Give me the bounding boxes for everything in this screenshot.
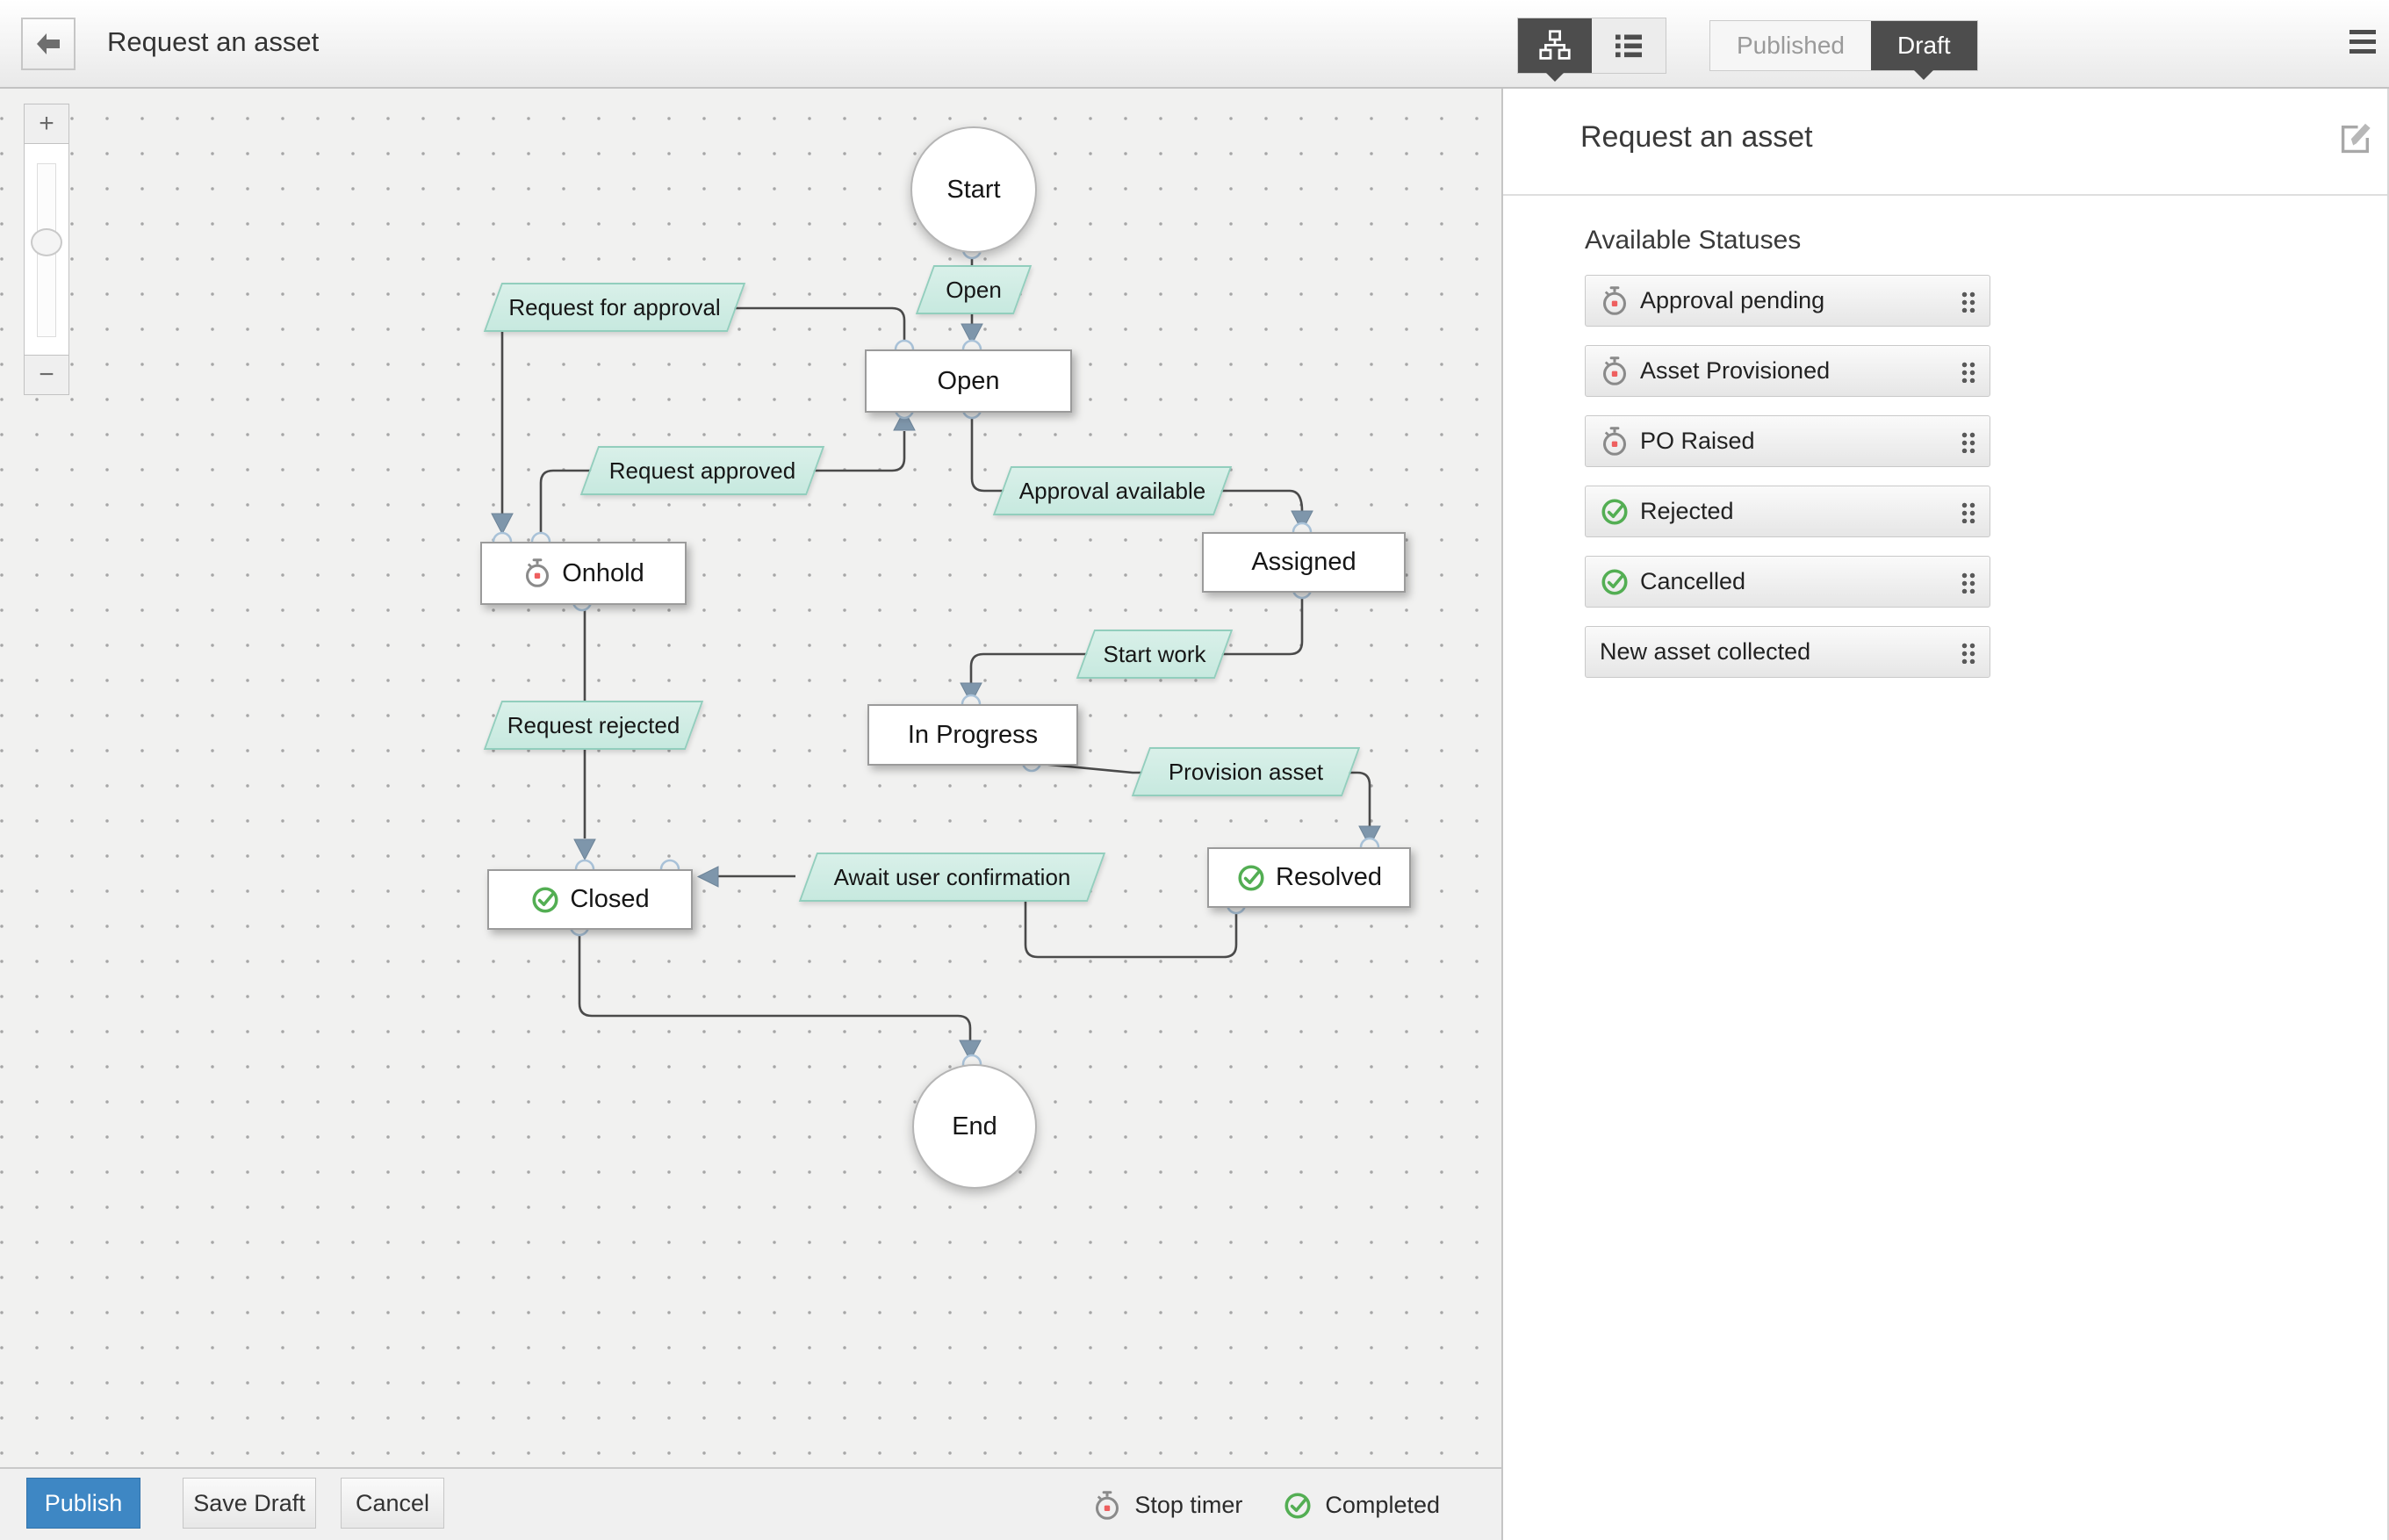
completed-icon [1601,568,1628,595]
top-bar: Request an asset Published Dra [0,0,2389,89]
drag-handle-icon[interactable] [1960,429,1975,453]
status-item-rejected[interactable]: Rejected [1585,486,1990,537]
icon-legend: Stop timer Completed [1092,1469,1440,1540]
available-statuses-heading: Available Statuses [1585,226,1802,255]
publish-button[interactable]: Publish [26,1478,140,1529]
legend-stop-timer: Stop timer [1092,1490,1242,1522]
status-item-approval-pending[interactable]: Approval pending [1585,275,1990,327]
node-end[interactable]: End [912,1064,1037,1189]
drag-handle-icon[interactable] [1960,570,1975,594]
stop-timer-icon [1602,285,1627,315]
stop-timer-icon [1096,1490,1119,1520]
transition-request-approved[interactable]: Request approved [577,446,828,495]
status-item-asset-provisioned[interactable]: Asset Provisioned [1585,345,1990,397]
zoom-control: + − [24,104,69,395]
diagram-view-button[interactable] [1518,18,1592,73]
workflow-canvas[interactable]: Open Request for approval Request approv… [0,87,1501,1467]
stop-timer-icon [526,558,550,587]
drag-handle-icon[interactable] [1960,640,1975,664]
transition-await-user-confirmation[interactable]: Await user confirmation [795,853,1109,902]
publish-state-tabs: Published Draft [1709,20,1978,71]
node-assigned[interactable]: Assigned [1202,532,1406,593]
details-panel: Request an asset Available Statuses Appr… [1501,87,2389,1540]
node-start[interactable]: Start [910,126,1037,253]
zoom-slider-handle[interactable] [31,228,62,256]
transition-request-for-approval[interactable]: Request for approval [480,283,749,332]
page-title: Request an asset [107,26,320,57]
save-draft-button[interactable]: Save Draft [183,1478,316,1529]
list-view-button[interactable] [1592,18,1666,73]
zoom-slider-track[interactable] [24,144,69,355]
transition-request-rejected[interactable]: Request rejected [480,701,707,750]
stop-timer-icon [1602,356,1627,385]
list-icon [1615,34,1642,58]
cancel-button[interactable]: Cancel [341,1478,444,1529]
zoom-out-button[interactable]: − [24,355,69,395]
drag-handle-icon[interactable] [1960,500,1975,523]
stop-timer-icon [1602,426,1627,456]
transition-start-work[interactable]: Start work [1073,630,1236,679]
zoom-in-button[interactable]: + [24,104,69,144]
completed-icon [1238,864,1264,891]
view-toggle-group [1517,18,1666,74]
edge-inprogress-resolved [1031,761,1371,826]
back-button[interactable] [21,18,76,70]
panel-title: Request an asset [1580,120,1813,154]
node-closed[interactable]: Closed [487,869,693,930]
completed-icon [1284,1492,1311,1519]
status-item-po-raised[interactable]: PO Raised [1585,415,1990,467]
status-item-cancelled[interactable]: Cancelled [1585,556,1990,608]
tab-published[interactable]: Published [1737,32,1845,59]
transition-provision-asset[interactable]: Provision asset [1128,747,1364,796]
drag-handle-icon[interactable] [1960,359,1975,383]
node-in-progress[interactable]: In Progress [867,704,1078,766]
left-arrow-icon [37,33,60,54]
arrow-heads [491,323,1381,1062]
node-onhold[interactable]: Onhold [480,542,687,605]
completed-icon [1601,498,1628,525]
footer-bar: Publish Save Draft Cancel Stop timer Com… [0,1467,1501,1540]
edge-open-assigned [970,409,1304,512]
transition-open[interactable]: Open [912,265,1035,314]
panel-divider [1503,194,2387,196]
legend-completed: Completed [1283,1490,1440,1522]
drag-handle-icon[interactable] [1960,289,1975,313]
sitemap-icon [1539,30,1571,60]
completed-icon [532,886,558,913]
edge-resolved-await [1024,902,1238,959]
transition-approval-available[interactable]: Approval available [989,466,1235,515]
edit-pencil-icon[interactable] [2339,120,2374,155]
node-open[interactable]: Open [865,349,1072,413]
node-resolved[interactable]: Resolved [1207,847,1411,908]
status-item-new-asset-collected[interactable]: New asset collected [1585,626,1990,678]
tab-draft[interactable]: Draft [1870,21,1977,70]
edge-closed-end [578,926,972,1040]
menu-icon[interactable] [2349,30,2378,56]
